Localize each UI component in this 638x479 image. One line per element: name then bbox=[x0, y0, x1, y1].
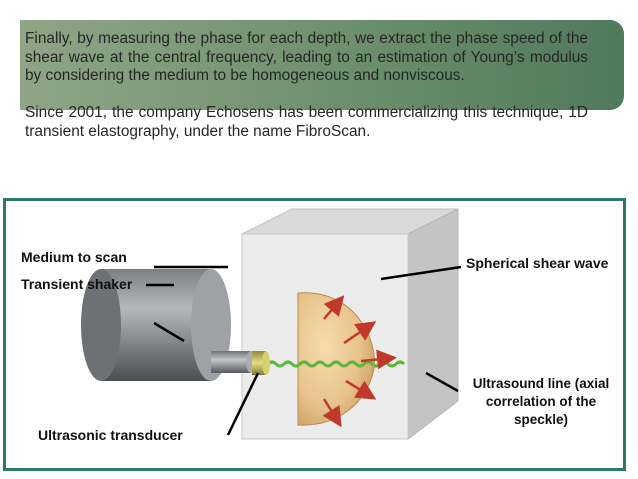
elastography-diagram: Medium to scan Transient shaker Ultrason… bbox=[21, 208, 610, 443]
label-ultrasonic-transducer: Ultrasonic transducer bbox=[38, 427, 183, 443]
leader-lines bbox=[146, 265, 462, 436]
paragraph-echosens: Since 2001, the company Echosens has bee… bbox=[25, 104, 588, 140]
label-ultrasound-line-2: correlation of the bbox=[486, 394, 597, 409]
label-medium-to-scan: Medium to scan bbox=[21, 249, 127, 265]
shear-wave-arrows bbox=[322, 295, 397, 428]
label-ultrasound-line-1: Ultrasound line (axial bbox=[473, 376, 610, 391]
header-band bbox=[20, 20, 624, 110]
label-spherical-shear-wave: Spherical shear wave bbox=[466, 255, 609, 271]
label-ultrasound-line-3: speckle) bbox=[514, 412, 568, 427]
transducer-tip bbox=[252, 351, 270, 375]
slide-text: Finally, by measuring the phase for each… bbox=[25, 30, 588, 142]
label-transient-shaker: Transient shaker bbox=[21, 276, 133, 292]
paragraph-measuring-phase: Finally, by measuring the phase for each… bbox=[25, 30, 588, 85]
shaker-rod bbox=[211, 351, 256, 373]
elastography-figure: Medium to scan Transient shaker Ultrason… bbox=[3, 198, 626, 471]
